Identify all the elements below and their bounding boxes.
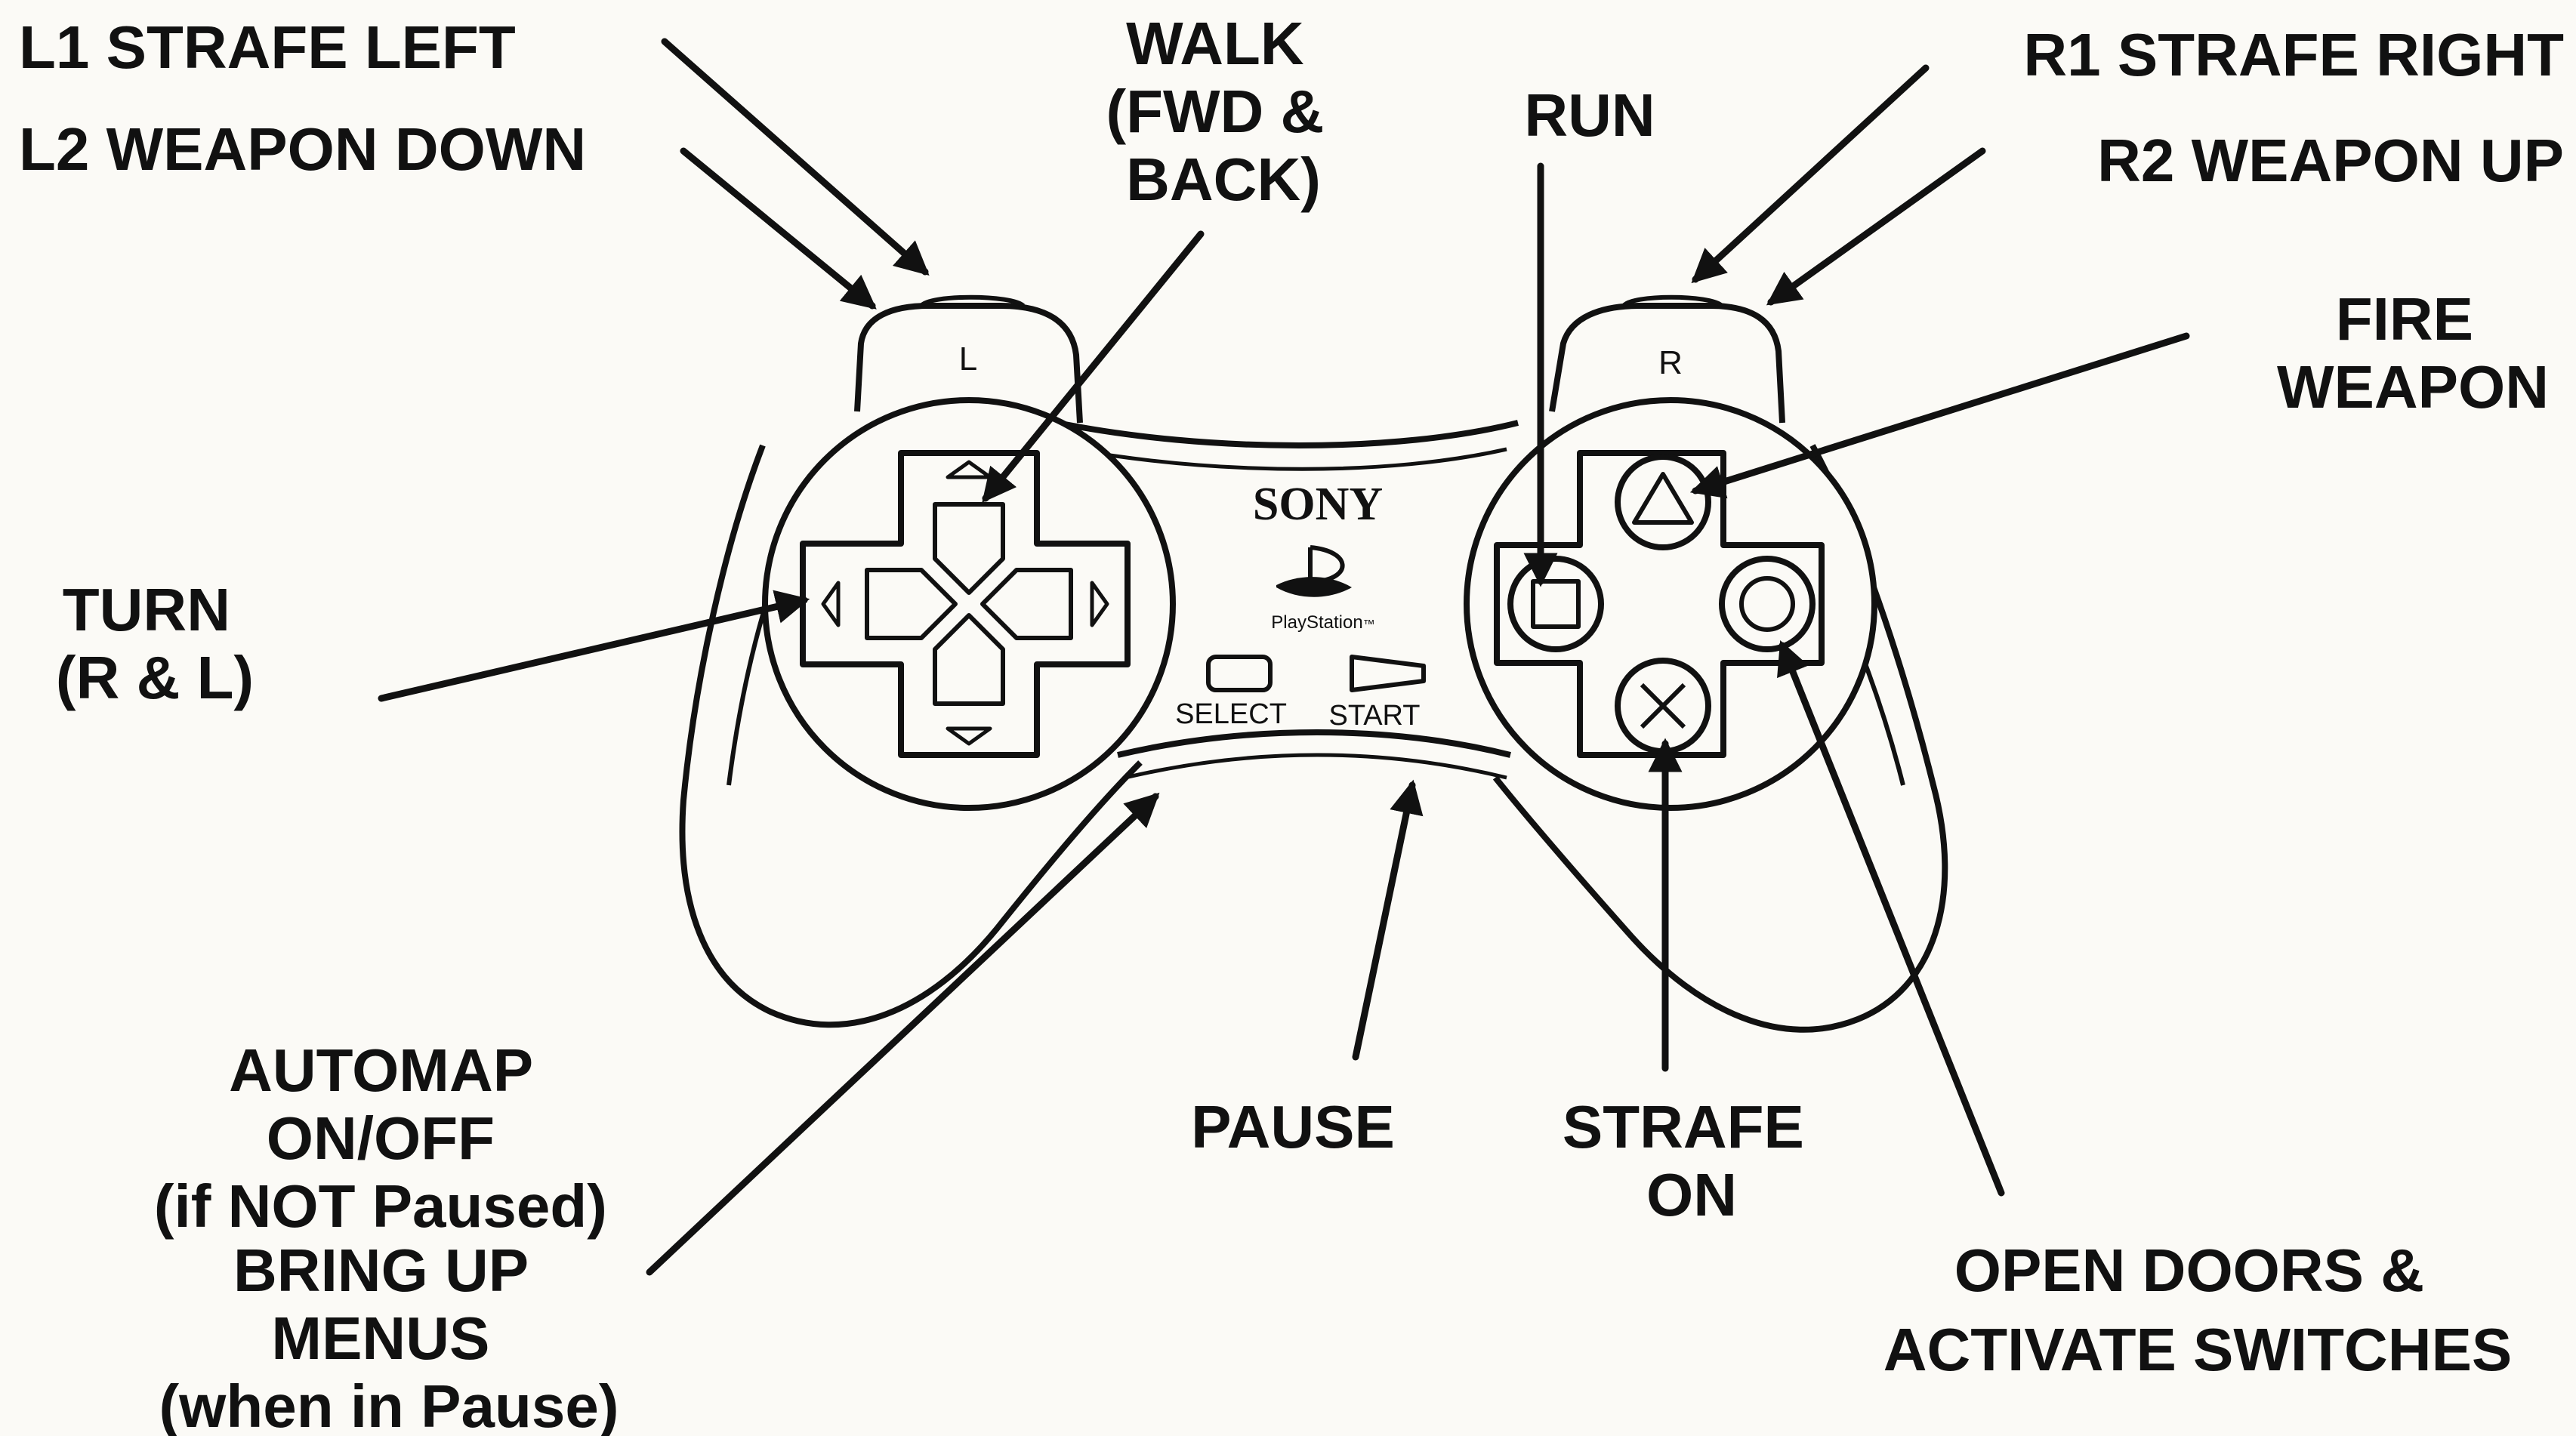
label-run: RUN [1524,82,1655,149]
label-automap: AUTOMAP ON/OFF (if NOT Paused) BRING UP … [154,1037,624,1436]
label-open-doors: OPEN DOORS & ACTIVATE SWITCHES [1883,1237,2513,1383]
shoulder-r-button[interactable] [1549,303,1785,424]
label-l1: L1 STRAFE LEFT [19,14,516,81]
cross-icon [1640,683,1686,729]
label-turn: TURN (R & L) [56,576,254,711]
select-button[interactable] [1206,655,1273,692]
arrow-automap [646,792,1160,1276]
face-button-cross-plate [1494,450,1825,758]
controller-text: L R SONY PlayStation™ SELECT START [959,341,1683,732]
dpad-down[interactable] [933,613,1005,706]
shoulder-l-button[interactable] [854,303,1083,424]
label-pause: PAUSE [1191,1093,1395,1160]
circle-icon [1739,576,1795,632]
callout-labels: L1 STRAFE LEFT L2 WEAPON DOWN WALK (FWD … [19,10,2564,1436]
arrow-r1 [1691,64,1930,284]
dpad-up-arrow-icon [946,460,992,479]
right-grip [1492,444,1948,1033]
triangle-button[interactable] [1615,454,1711,550]
start-label: START [1328,700,1420,732]
label-strafe-on: STRAFE ON [1563,1093,1821,1228]
label-fire: FIRE WEAPON [2277,285,2549,421]
label-r1: R1 STRAFE RIGHT [2023,21,2564,88]
triangle-icon [1632,472,1694,525]
start-button[interactable] [1350,655,1426,692]
dpad-down-arrow-icon [946,726,992,746]
dpad[interactable] [800,450,1131,758]
shoulder-r-label: R [1658,344,1683,381]
top-bridge [1057,420,1519,448]
circle-button[interactable] [1719,556,1816,652]
left-grip [679,444,1143,1028]
bottom-bridge-inner [1124,753,1507,780]
label-l2: L2 WEAPON DOWN [19,116,586,183]
label-walk: WALK (FWD & BACK) [1106,10,1340,213]
dpad-right-arrow-icon [1090,581,1109,627]
arrow-turn [378,590,810,702]
arrow-pause [1352,779,1424,1061]
top-bridge-inner [1072,447,1507,471]
select-label: SELECT [1175,698,1287,730]
sony-brand: SONY [1253,479,1383,530]
label-r2: R2 WEAPON UP [2097,127,2564,194]
callout-arrows [378,38,2190,1276]
playstation-wordmark: PlayStation™ [1271,612,1374,633]
arrow-r2 [1766,147,1986,306]
arrow-l2 [680,147,877,310]
controller [679,294,1948,1033]
dpad-left-arrow-icon [821,581,841,627]
shoulder-l-label: L [959,341,977,377]
arrow-open-doors [1777,640,2005,1197]
bottom-bridge [1117,729,1511,758]
dpad-up[interactable] [933,502,1005,595]
arrow-walk [982,230,1205,503]
arrow-fire [1689,332,2190,499]
dpad-right[interactable] [980,568,1073,640]
arrow-l1 [661,38,930,276]
dpad-left[interactable] [865,568,958,640]
playstation-logo-icon [1276,545,1352,597]
